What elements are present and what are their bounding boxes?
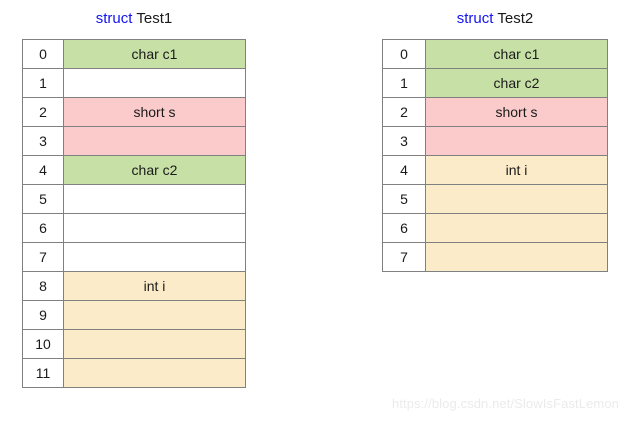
struct-name: Test1 [136, 10, 173, 27]
offset-cell: 6 [382, 213, 426, 243]
table-row: 11 [22, 358, 246, 388]
offset-cell: 6 [22, 213, 64, 243]
offset-cell: 4 [22, 155, 64, 185]
field-cell [63, 358, 246, 388]
offset-cell: 3 [382, 126, 426, 156]
struct-keyword: struct [456, 10, 494, 27]
offset-cell: 4 [382, 155, 426, 185]
offset-cell: 2 [382, 97, 426, 127]
field-cell: char c2 [63, 155, 246, 185]
table-row: 3 [382, 126, 608, 156]
struct-block-test2: struct Test2 0 char c1 1 char c2 2 short… [382, 8, 608, 272]
struct-title-test2: struct Test2 [382, 8, 608, 30]
offset-cell: 11 [22, 358, 64, 388]
table-row: 5 [22, 184, 246, 214]
table-row: 4 char c2 [22, 155, 246, 185]
field-cell [63, 213, 246, 243]
table-row: 7 [22, 242, 246, 272]
field-cell: short s [425, 97, 608, 127]
watermark: https://blog.csdn.net/SlowIsFastLemon [392, 396, 619, 411]
table-row: 8 int i [22, 271, 246, 301]
struct-keyword: struct [95, 10, 133, 27]
field-cell: char c2 [425, 68, 608, 98]
field-cell: char c1 [425, 39, 608, 69]
field-cell [63, 329, 246, 359]
memory-table-test2: 0 char c1 1 char c2 2 short s 3 4 int [382, 39, 608, 272]
field-cell [425, 184, 608, 214]
field-cell: char c1 [63, 39, 246, 69]
offset-cell: 7 [22, 242, 64, 272]
offset-cell: 9 [22, 300, 64, 330]
field-cell [63, 184, 246, 214]
offset-cell: 0 [382, 39, 426, 69]
table-row: 6 [22, 213, 246, 243]
table-row: 2 short s [382, 97, 608, 127]
table-row: 5 [382, 184, 608, 214]
offset-cell: 2 [22, 97, 64, 127]
offset-cell: 1 [22, 68, 64, 98]
field-cell [63, 68, 246, 98]
offset-cell: 7 [382, 242, 426, 272]
struct-name: Test2 [497, 10, 534, 27]
field-cell [63, 126, 246, 156]
field-cell [63, 300, 246, 330]
field-cell: short s [63, 97, 246, 127]
field-cell [425, 242, 608, 272]
table-row: 4 int i [382, 155, 608, 185]
struct-title-test1: struct Test1 [22, 8, 246, 30]
table-row: 2 short s [22, 97, 246, 127]
table-row: 0 char c1 [382, 39, 608, 69]
memory-table-test1: 0 char c1 1 2 short s 3 4 char c2 [22, 39, 246, 388]
memory-table-body: 0 char c1 1 2 short s 3 4 char c2 [22, 39, 246, 388]
field-cell [63, 242, 246, 272]
field-cell: int i [63, 271, 246, 301]
offset-cell: 1 [382, 68, 426, 98]
table-row: 0 char c1 [22, 39, 246, 69]
field-cell: int i [425, 155, 608, 185]
table-row: 1 [22, 68, 246, 98]
offset-cell: 3 [22, 126, 64, 156]
offset-cell: 0 [22, 39, 64, 69]
offset-cell: 5 [22, 184, 64, 214]
table-row: 1 char c2 [382, 68, 608, 98]
table-row: 3 [22, 126, 246, 156]
table-row: 6 [382, 213, 608, 243]
offset-cell: 5 [382, 184, 426, 214]
table-row: 10 [22, 329, 246, 359]
field-cell [425, 213, 608, 243]
offset-cell: 8 [22, 271, 64, 301]
memory-table-body: 0 char c1 1 char c2 2 short s 3 4 int [382, 39, 608, 272]
field-cell [425, 126, 608, 156]
table-row: 9 [22, 300, 246, 330]
offset-cell: 10 [22, 329, 64, 359]
table-row: 7 [382, 242, 608, 272]
struct-block-test1: struct Test1 0 char c1 1 2 short s 3 [22, 8, 246, 388]
